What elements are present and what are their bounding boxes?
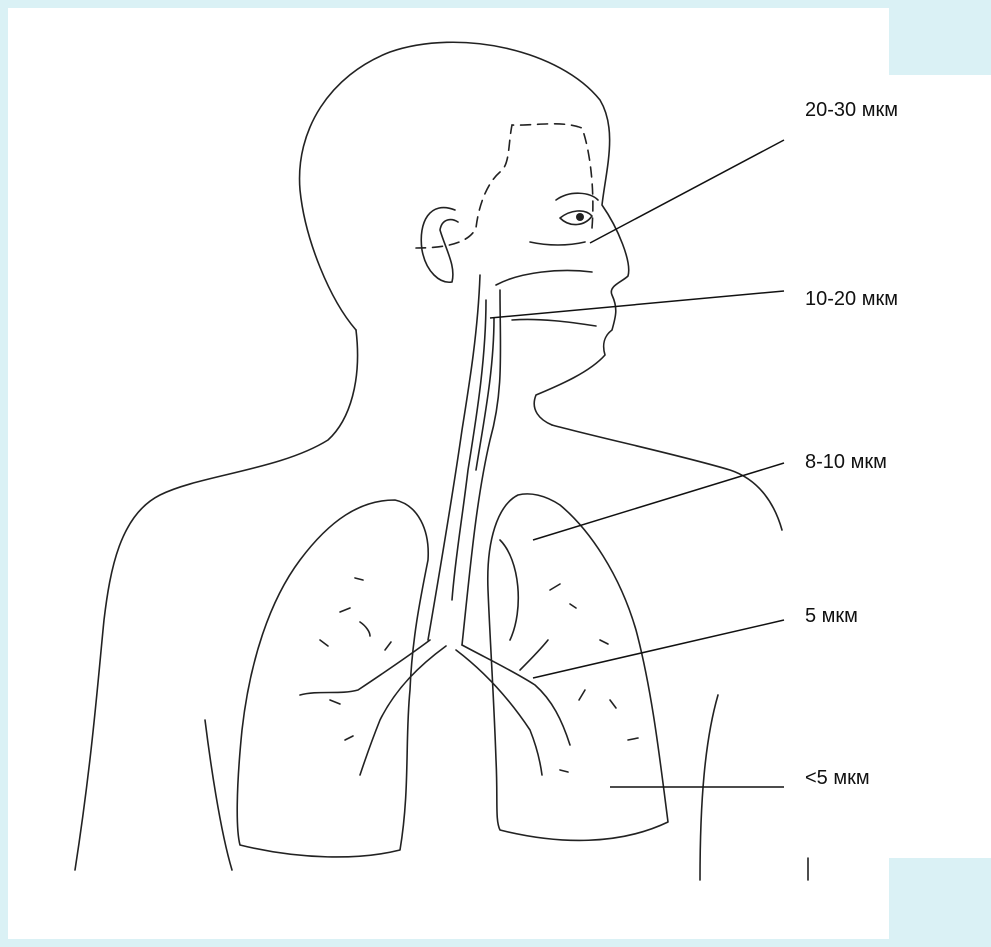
oral-cavity <box>512 319 596 326</box>
right-bronchus <box>462 645 570 745</box>
heart-notch <box>500 540 518 640</box>
leader-trachea <box>533 463 784 540</box>
head-outline <box>300 42 629 425</box>
left-bronchus-lower <box>360 646 446 775</box>
right-bronchus-upper <box>520 640 548 670</box>
label-bronchi: 5 мкм <box>805 606 858 626</box>
left-arm-inner <box>205 720 232 870</box>
leader-nasal <box>590 140 784 243</box>
cheek-line <box>530 242 585 245</box>
pupil <box>576 213 584 221</box>
hairline <box>416 124 593 248</box>
neck-back <box>75 330 358 870</box>
eye <box>560 211 592 225</box>
leader-pharynx <box>490 291 784 318</box>
label-nasal: 20-30 мкм <box>805 100 898 120</box>
label-alveoli: <5 мкм <box>805 768 870 788</box>
leader-bronchi <box>533 620 784 678</box>
nasal-cavity <box>496 271 592 285</box>
trachea-inner-1 <box>452 300 486 600</box>
right-bronchus-lower <box>456 650 542 775</box>
label-trachea: 8-10 мкм <box>805 452 887 472</box>
shoulder-front <box>552 425 782 530</box>
left-lung <box>237 500 428 857</box>
eyebrow <box>556 193 598 200</box>
label-pharynx: 10-20 мкм <box>805 289 898 309</box>
lung-texture <box>320 578 638 772</box>
